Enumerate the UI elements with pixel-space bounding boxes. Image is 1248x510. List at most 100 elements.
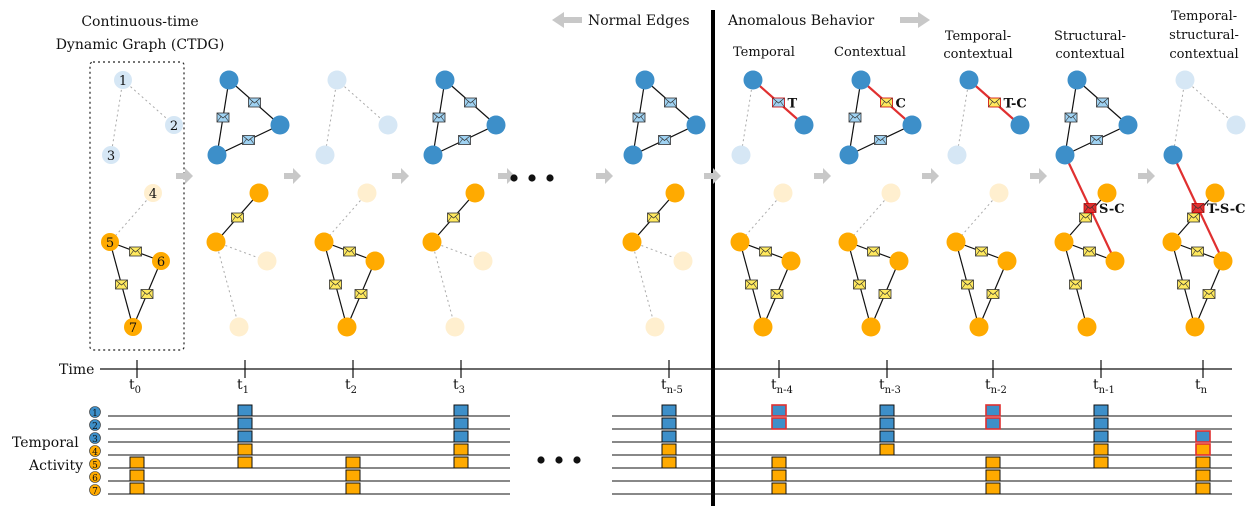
activity-node-marker	[89, 406, 101, 418]
graph-node	[207, 145, 227, 165]
envelope-icon	[1083, 246, 1096, 257]
graph-node	[1185, 317, 1205, 337]
anomaly-tag-label: T-C	[1004, 97, 1027, 112]
anomaly-type-tsc-line3: contextual	[1169, 47, 1238, 62]
activity-pulse	[1195, 430, 1211, 443]
normal-edges-header: Normal Edges	[552, 12, 690, 29]
graph-node	[946, 232, 966, 252]
time-tick-label: t0	[129, 377, 141, 396]
graph-node	[1010, 115, 1030, 135]
graph-node	[465, 183, 485, 203]
graph-snapshot: C	[838, 70, 922, 337]
envelope-icon	[867, 246, 880, 257]
activity-pulse	[661, 404, 677, 417]
graph-snapshot	[622, 70, 706, 337]
anomaly-type-tsc-line1: Temporal-	[1171, 9, 1237, 24]
graph-node	[1077, 317, 1097, 337]
graph-node	[435, 70, 455, 90]
anomaly-type-tc-line1: Temporal-	[945, 29, 1011, 44]
envelope-icon	[354, 289, 368, 299]
node-label: 6	[157, 255, 165, 270]
anomaly-tag-label: S-C	[1099, 202, 1125, 217]
graph-node	[1105, 251, 1125, 271]
activity-pulse	[345, 456, 361, 469]
envelope-icon	[874, 135, 887, 145]
envelope-icon	[647, 212, 660, 223]
graph-node	[1163, 145, 1183, 165]
graph-snapshot	[206, 70, 290, 337]
normal-edges-label: Normal Edges	[588, 13, 690, 29]
time-label: Time	[59, 362, 94, 378]
activity-pulse	[771, 469, 787, 482]
graph-node	[989, 183, 1009, 203]
envelope-icon	[1177, 279, 1190, 290]
activity-pulse	[345, 469, 361, 482]
node-label: 7	[129, 321, 137, 336]
activity-pulse	[1093, 404, 1109, 417]
node-label: 3	[107, 149, 115, 164]
envelope-icon	[772, 97, 785, 108]
activity-node-marker	[89, 445, 101, 457]
anomalous-behavior-label: Anomalous Behavior	[727, 13, 874, 29]
activity-pulse	[345, 482, 361, 495]
graph-node	[1226, 115, 1246, 135]
activity-pulse	[879, 417, 895, 430]
activity-node-label: 7	[92, 487, 98, 497]
anomaly-tag-label: C	[896, 97, 906, 112]
envelope-icon	[853, 279, 866, 290]
activity-pulse	[1195, 469, 1211, 482]
dotted-edge	[110, 79, 124, 156]
graph-node	[1162, 232, 1182, 252]
envelope-icon	[242, 135, 255, 145]
graph-node	[1213, 251, 1233, 271]
graph-node	[1067, 70, 1087, 90]
dotted-edge	[631, 241, 656, 328]
graph-node	[365, 251, 385, 271]
envelope-icon	[658, 135, 671, 145]
graph-node	[839, 145, 859, 165]
graph-node	[423, 145, 443, 165]
activity-pulse	[1093, 443, 1109, 456]
graph-node	[327, 70, 347, 90]
graph-node	[673, 251, 693, 271]
graph-node	[1097, 183, 1117, 203]
anomaly-type-sc-line2: contextual	[1055, 47, 1124, 62]
graph-node	[144, 184, 162, 202]
envelope-icon	[988, 97, 1001, 108]
graph-node	[645, 317, 665, 337]
activity-pulse	[237, 456, 253, 469]
dotted-edge	[431, 241, 456, 328]
dotted-edge	[739, 192, 784, 243]
right-arrow-icon	[814, 168, 831, 184]
activity-pulse	[237, 430, 253, 443]
time-tick-label: t2	[345, 377, 357, 396]
activity-pulse	[1195, 456, 1211, 469]
graph-node	[665, 183, 685, 203]
activity-pulse	[453, 443, 469, 456]
graph-node	[165, 116, 183, 134]
activity-node-marker	[89, 484, 101, 496]
envelope-icon	[632, 112, 646, 123]
node-label: 1	[119, 74, 127, 89]
dotted-edge	[109, 192, 154, 243]
graph-node	[1205, 183, 1225, 203]
envelope-icon	[458, 135, 471, 145]
envelope-icon	[129, 246, 142, 257]
graph-snapshot: T	[730, 70, 814, 337]
envelope-icon	[745, 279, 758, 290]
anomaly-type-contextual-line2: Contextual	[834, 45, 906, 60]
right-arrow-icon	[596, 168, 613, 184]
graph-node	[794, 115, 814, 135]
activity-node-label: 3	[92, 435, 98, 445]
activity-pulse	[985, 482, 1001, 495]
activity-pulse	[879, 443, 895, 456]
graph-node	[781, 251, 801, 271]
graph-node	[229, 317, 249, 337]
right-arrow-icon	[498, 168, 515, 184]
graph-snapshot	[314, 70, 398, 337]
activity-pulse	[661, 456, 677, 469]
envelope-icon	[432, 112, 446, 123]
dotted-edge	[336, 79, 389, 126]
ellipsis-icon	[510, 174, 554, 182]
dotted-edge	[324, 79, 338, 156]
